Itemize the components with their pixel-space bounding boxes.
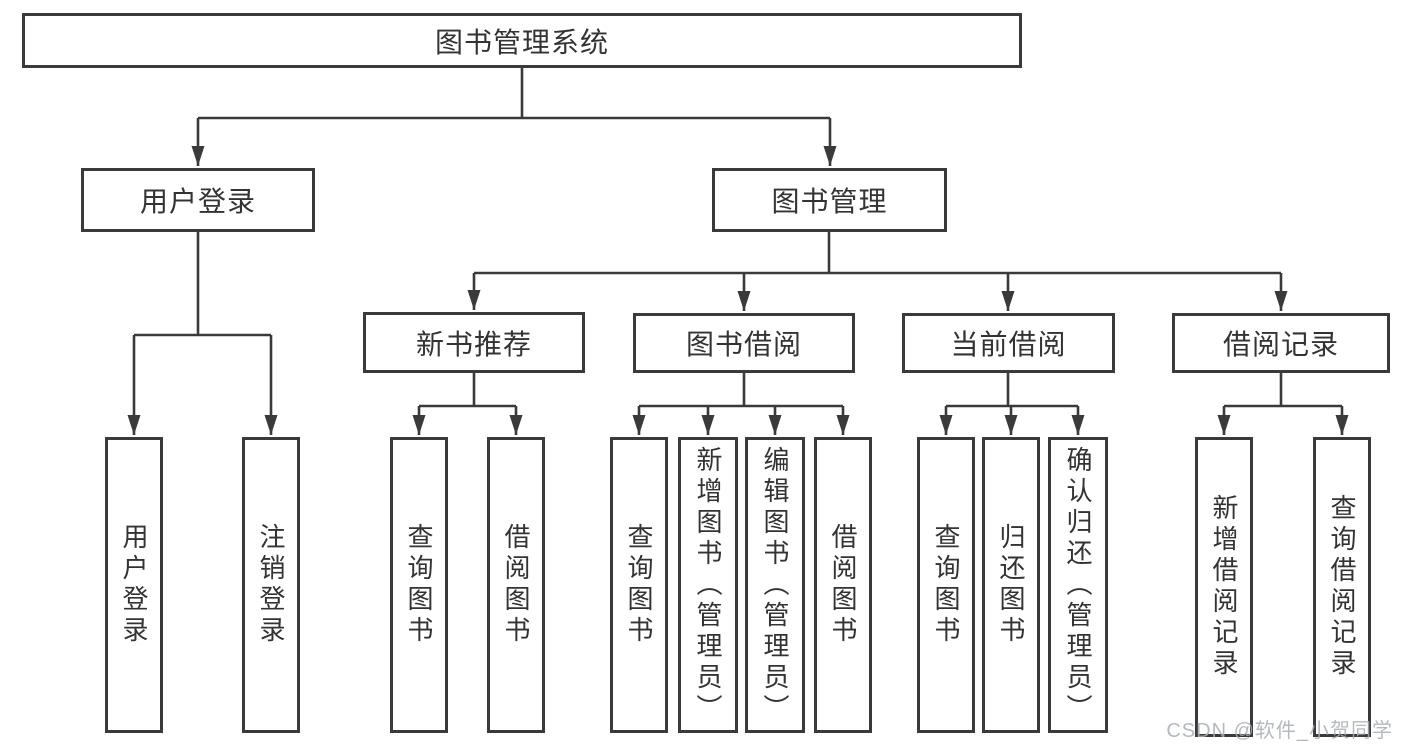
node-new-book-recommend: 新书推荐 [363, 312, 585, 373]
node-leaf-user-login-label: 用户登录 [119, 523, 149, 647]
node-leaf-borrow-books-1-label: 借阅图书 [501, 523, 531, 647]
node-leaf-return-book-label: 归还图书 [996, 523, 1026, 647]
node-leaf-edit-book-admin-label: 编辑图书（管理员） [760, 445, 790, 725]
node-user-login: 用户登录 [81, 168, 315, 232]
node-current-borrowing-label: 当前借阅 [950, 329, 1067, 360]
node-leaf-confirm-return-admin: 确认归还（管理员） [1048, 437, 1108, 733]
connector-user-login-group [134, 232, 271, 337]
node-leaf-borrow-books-1: 借阅图书 [487, 437, 545, 733]
node-leaf-logout: 注销登录 [242, 437, 300, 733]
node-leaf-query-books-2: 查询图书 [610, 437, 668, 733]
node-leaf-borrow-books-2: 借阅图书 [814, 437, 872, 733]
node-leaf-user-login: 用户登录 [105, 437, 163, 733]
node-leaf-query-books-3: 查询图书 [917, 437, 975, 733]
node-leaf-query-books-1: 查询图书 [390, 437, 448, 733]
node-leaf-query-borrow-record: 查询借阅记录 [1313, 437, 1371, 737]
node-leaf-confirm-return-admin-label: 确认归还（管理员） [1063, 445, 1093, 725]
node-leaf-query-books-1-label: 查询图书 [404, 523, 434, 647]
node-book-borrowing-label: 图书借阅 [685, 329, 802, 360]
node-leaf-query-books-2-label: 查询图书 [624, 523, 654, 647]
connector-root-to-level2 [198, 68, 830, 120]
node-leaf-borrow-books-2-label: 借阅图书 [828, 523, 858, 647]
node-user-login-label: 用户登录 [139, 186, 256, 217]
connector-new-book-group [419, 373, 516, 408]
node-borrowing-records-label: 借阅记录 [1222, 329, 1339, 360]
node-borrowing-records: 借阅记录 [1172, 313, 1390, 373]
node-book-management: 图书管理 [712, 168, 947, 232]
node-book-management-label: 图书管理 [771, 186, 888, 217]
node-leaf-add-borrow-record-label: 新增借阅记录 [1209, 494, 1239, 680]
node-leaf-add-borrow-record: 新增借阅记录 [1195, 437, 1253, 737]
node-root-label: 图书管理系统 [434, 26, 609, 58]
connector-book-borrow-group [639, 373, 843, 408]
node-leaf-query-books-3-label: 查询图书 [931, 523, 961, 647]
node-leaf-logout-label: 注销登录 [256, 523, 286, 647]
node-root: 图书管理系统 [22, 13, 1022, 68]
csdn-watermark: CSDN @软件_小贺同学 [1166, 720, 1393, 742]
node-book-borrowing: 图书借阅 [633, 313, 855, 373]
connector-book-management-group [474, 232, 1281, 275]
node-leaf-edit-book-admin: 编辑图书（管理员） [745, 437, 805, 733]
node-leaf-query-borrow-record-label: 查询借阅记录 [1327, 494, 1357, 680]
node-current-borrowing: 当前借阅 [902, 313, 1115, 373]
node-leaf-add-book-admin: 新增图书（管理员） [678, 437, 738, 733]
node-new-book-recommend-label: 新书推荐 [415, 328, 532, 360]
node-leaf-return-book: 归还图书 [982, 437, 1040, 733]
node-leaf-add-book-admin-label: 新增图书（管理员） [693, 445, 723, 725]
connector-current-borrow-group [946, 373, 1078, 408]
connector-borrow-records-group [1224, 373, 1342, 408]
